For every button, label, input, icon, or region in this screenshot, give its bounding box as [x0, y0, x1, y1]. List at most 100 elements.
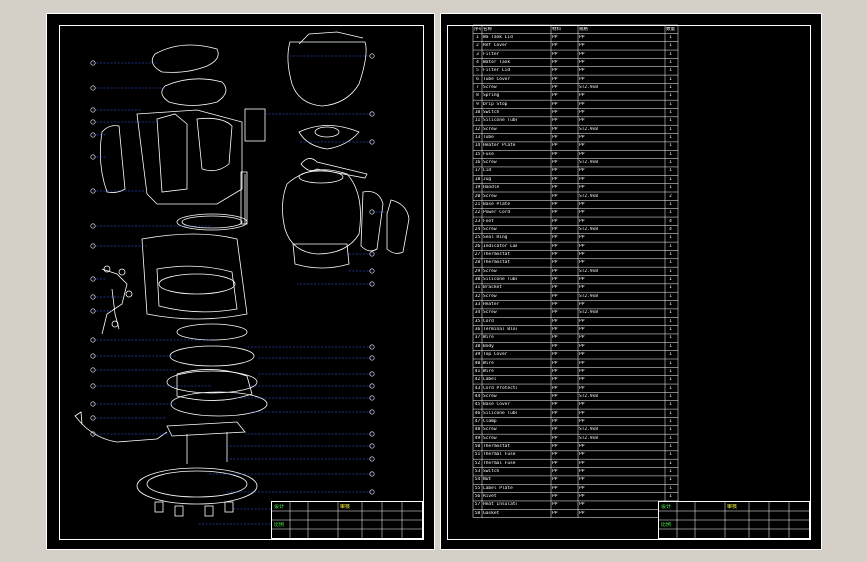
bom-row-num: 2: [476, 43, 479, 49]
bom-row-name: Heat Insulator: [483, 502, 517, 508]
heater-ring-part: [176, 323, 248, 341]
bom-row-spec: PP: [579, 485, 585, 491]
bom-row-num: 57: [474, 502, 481, 508]
bom-row-name: Screw: [483, 293, 497, 299]
bom-row-spec: PP: [579, 452, 585, 458]
bom-row-name: Screw: [483, 427, 497, 433]
bom-row-num: 26: [474, 243, 481, 249]
callout-balloon: [369, 209, 375, 215]
bom-row-num: 54: [474, 477, 481, 483]
bom-row-name: Heater: [483, 302, 500, 308]
bom-row-spec: ST2.9x8: [579, 193, 598, 199]
bom-row-qty: 1: [669, 160, 672, 166]
tb-review-label: 审核: [340, 504, 351, 510]
bom-row-material: PP: [552, 210, 558, 216]
bom-row-qty: 1: [669, 335, 672, 341]
bom-row-num: 24: [474, 226, 481, 232]
bom-row-num: 15: [474, 151, 481, 157]
bom-row-qty: 1: [669, 34, 672, 40]
callout-balloon: [90, 188, 96, 194]
bom-row-material: PP: [552, 68, 558, 74]
bom-row-name: Spring: [483, 93, 500, 99]
bom-row-material: PP: [552, 143, 558, 149]
bom-row-material: PP: [552, 176, 558, 182]
bom-row-spec: PP: [579, 168, 585, 174]
bom-row-material: PP: [552, 360, 558, 366]
bom-row-num: 48: [474, 427, 481, 433]
bom-row-name: Lid: [483, 168, 492, 174]
bom-row-material: PP: [552, 118, 558, 124]
bom-row-name: Tube: [483, 135, 494, 141]
bom-row-qty: 1: [669, 168, 672, 174]
bom-row-spec: PP: [579, 151, 585, 157]
bom-row-qty: 1: [669, 176, 672, 182]
bom-row-qty: 1: [669, 110, 672, 115]
bom-row-num: 32: [474, 293, 481, 299]
bom-row-qty: 1: [669, 51, 672, 57]
callout-balloon: [90, 276, 96, 282]
bom-row-num: 44: [474, 393, 481, 399]
bom-row-num: 20: [474, 193, 481, 199]
bom-row-name: Screw: [483, 84, 497, 90]
bom-row-spec: PP: [579, 51, 585, 57]
tb-designer-label: 设计: [661, 504, 672, 510]
bom-row-num: 58: [474, 510, 481, 516]
bom-row-name: Base Cover: [483, 402, 511, 408]
bom-row-material: PP: [552, 368, 558, 374]
bom-row-material: PP: [552, 427, 558, 433]
bom-row-name: Silicone Tube: [483, 410, 517, 416]
callout-balloon: [90, 294, 96, 300]
bom-row-num: 25: [474, 235, 481, 241]
bom-row-name: Screw: [483, 268, 497, 274]
bom-row-spec: PP: [579, 327, 585, 333]
callout-balloon: [369, 139, 375, 145]
filter-basket-part: [287, 41, 367, 107]
callout-balloon: [369, 431, 375, 437]
bom-row-material: PP: [552, 185, 558, 191]
bracket-part: [166, 421, 246, 437]
bom-row-num: 22: [474, 210, 481, 216]
callout-balloon: [369, 268, 375, 274]
bom-row-qty: 1: [669, 452, 672, 458]
bom-row-material: PP: [552, 243, 558, 249]
bom-row-num: 43: [474, 385, 481, 391]
bom-row-name: Clamp: [483, 418, 497, 424]
bom-row-num: 52: [474, 460, 481, 466]
bom-row-spec: PP: [579, 418, 585, 424]
bom-row-spec: PP: [579, 135, 585, 141]
callout-balloon: [90, 401, 96, 407]
callout-balloon: [90, 107, 96, 113]
bom-row-num: 16: [474, 160, 481, 166]
bom-row-num: 33: [474, 302, 481, 308]
bom-row-name: Ref Cover: [483, 43, 508, 49]
callout-balloon: [90, 353, 96, 359]
bom-row-spec: PP: [579, 285, 585, 291]
jug-handle-part: [360, 191, 384, 252]
callout-balloon: [90, 243, 96, 249]
glass-jug-part: [282, 169, 361, 255]
callout-balloon: [90, 383, 96, 389]
bom-row-qty: 1: [669, 469, 672, 475]
bom-row-name: Rivet: [483, 494, 497, 500]
bom-row-material: PP: [552, 76, 558, 82]
bom-row-qty: 1: [669, 402, 672, 408]
bom-row-num: 38: [474, 343, 481, 349]
bom-row-name: Screw: [483, 160, 497, 166]
bom-row-material: PP: [552, 59, 558, 65]
bom-row-material: PP: [552, 410, 558, 416]
bom-row-spec: PP: [579, 185, 585, 191]
bom-row-num: 10: [474, 110, 481, 115]
bom-row-material: PP: [552, 494, 558, 500]
bom-row-name: Seal Ring: [483, 235, 508, 241]
bom-row-spec: PP: [579, 352, 585, 358]
ref-cover-part: [161, 78, 227, 106]
bom-row-qty: 1: [669, 343, 672, 349]
base-housing-part: [141, 233, 248, 320]
bom-row-material: PP: [552, 126, 558, 132]
bom-row-material: PP: [552, 327, 558, 333]
bom-row-qty: 1: [669, 293, 672, 299]
bom-row-name: Screw: [483, 393, 497, 399]
bom-row-spec: PP: [579, 218, 585, 224]
callout-balloon: [369, 395, 375, 401]
callout-balloon: [369, 344, 375, 350]
